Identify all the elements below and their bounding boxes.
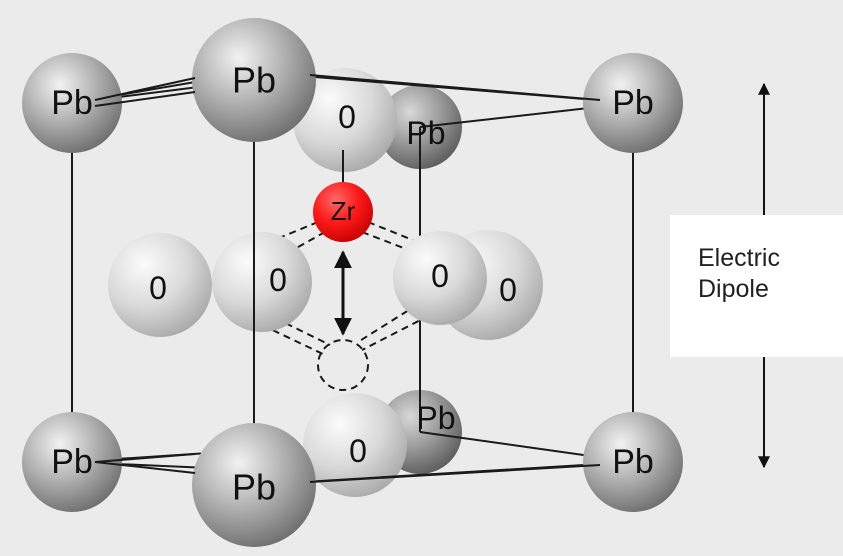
lead-label: Pb [51,443,93,481]
oxygen-label: 0 [149,270,167,306]
electric-dipole-label-box [670,215,843,357]
oxygen-label: 0 [431,258,449,294]
lead-label: Pb [232,467,276,508]
oxygen-label: 0 [338,99,356,135]
zirconium-label: Zr [331,196,356,226]
dipole-label-line1: Electric [698,244,780,272]
lead-label: Pb [416,400,455,436]
lead-label: Pb [406,115,445,151]
lead-label: Pb [232,60,276,101]
oxygen-atom-left-inner [212,232,312,332]
lead-atom-top-left [22,53,122,153]
lead-atom-bottom-left [22,412,122,512]
oxygen-label: 0 [349,433,367,469]
zirconium-atom [313,182,373,242]
lead-atom-top-right [583,53,683,153]
oxygen-atom-left-back [108,233,212,337]
oxygen-atom-right-inner [393,231,487,325]
oxygen-atom-top [293,68,397,172]
lead-atom-bottom-front [192,423,316,547]
electric-dipole-label: Electric Dipole [698,243,780,305]
lead-label: Pb [612,84,654,122]
oxygen-label: 0 [499,272,517,308]
dipole-label-line2: Dipole [698,275,769,303]
oxygen-atom-bottom [303,393,407,497]
oxygen-label: 0 [269,262,287,298]
frame-front-lines [71,74,634,483]
lead-label: Pb [612,443,654,481]
lead-atom-top-front [192,18,316,142]
lead-atom-bottom-right [583,412,683,512]
lead-label: Pb [51,84,93,122]
